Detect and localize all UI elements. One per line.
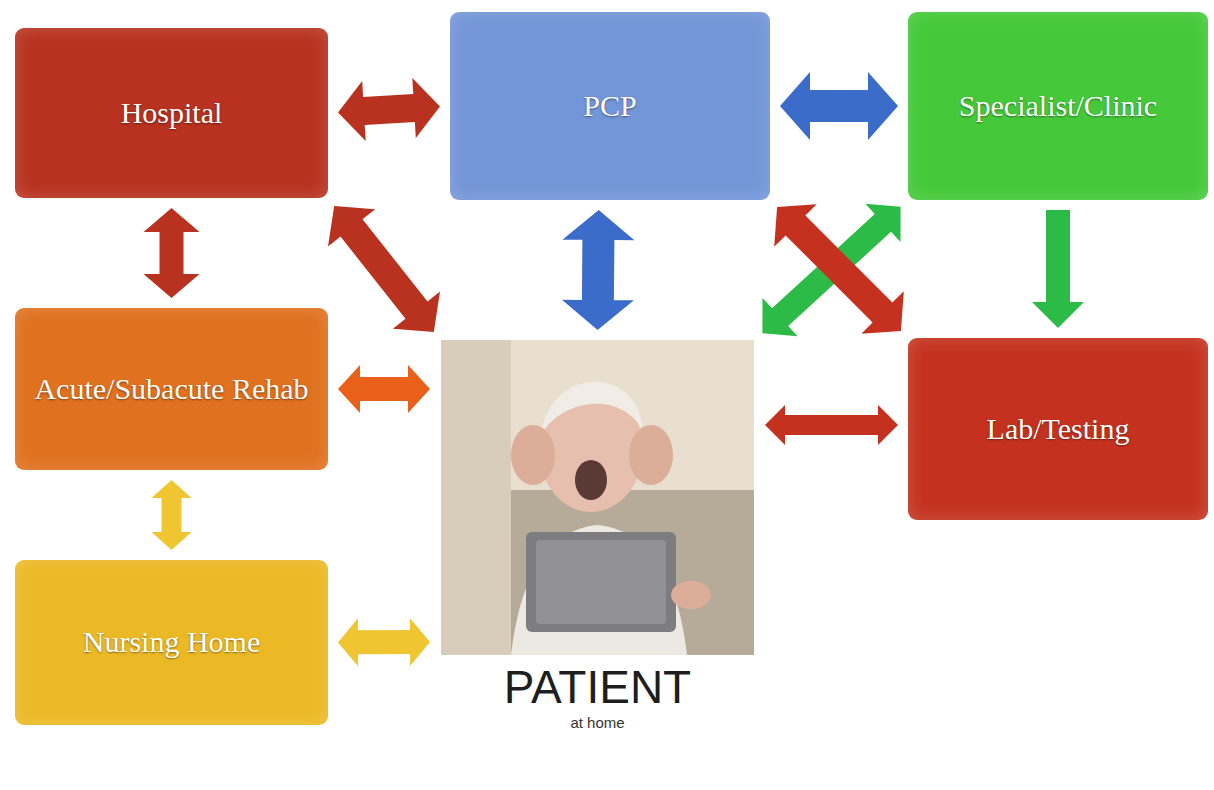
photo-wall bbox=[441, 340, 754, 655]
photo-hand bbox=[671, 581, 711, 609]
photo-mouth bbox=[575, 460, 607, 500]
photo-hand bbox=[511, 425, 555, 485]
block-arrow bbox=[144, 208, 200, 298]
block-arrow bbox=[774, 204, 904, 334]
photo-shadow bbox=[441, 340, 511, 655]
photo-body bbox=[511, 525, 687, 655]
patient-title: PATIENT bbox=[504, 662, 691, 713]
node-label: Lab/Testing bbox=[987, 412, 1130, 447]
node-label: Nursing Home bbox=[83, 625, 260, 660]
patient-subtitle: at home bbox=[570, 713, 624, 733]
photo-laptop bbox=[526, 532, 676, 632]
hospital-box: Hospital bbox=[15, 28, 328, 198]
patient-node: PATIENTat home bbox=[440, 340, 755, 770]
node-label: PCP bbox=[583, 89, 636, 124]
rehab-box: Acute/Subacute Rehab bbox=[15, 308, 328, 470]
photo-hair bbox=[541, 382, 643, 435]
block-arrow bbox=[1032, 210, 1084, 328]
lab-box: Lab/Testing bbox=[908, 338, 1208, 520]
photo-hand bbox=[629, 425, 673, 485]
node-label: Specialist/Clinic bbox=[959, 89, 1157, 124]
pcp-box: PCP bbox=[450, 12, 770, 200]
node-label: Hospital bbox=[121, 96, 223, 131]
patient-photo bbox=[441, 340, 754, 655]
nursing-home-box: Nursing Home bbox=[15, 560, 328, 725]
block-arrow bbox=[152, 480, 192, 550]
node-label: Acute/Subacute Rehab bbox=[34, 372, 308, 407]
block-arrow bbox=[562, 210, 635, 330]
block-arrow bbox=[338, 78, 440, 141]
block-arrow bbox=[765, 405, 898, 445]
photo-laptop-lid bbox=[536, 540, 666, 624]
block-arrow bbox=[338, 618, 430, 666]
specialist-box: Specialist/Clinic bbox=[908, 12, 1208, 200]
block-arrow bbox=[338, 365, 430, 413]
block-arrow bbox=[780, 72, 898, 140]
block-arrow bbox=[328, 206, 440, 332]
